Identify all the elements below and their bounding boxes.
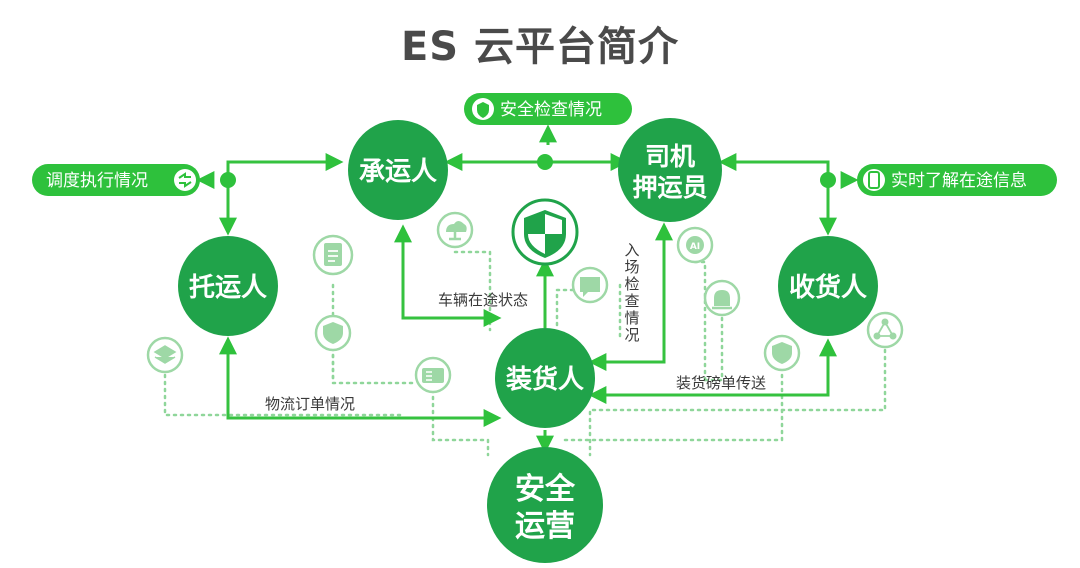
node-shipper-label: 托运人 [189,273,267,303]
edge-label-entry-check-char: 检 [624,275,639,293]
pill-safety-check: 安全检查情况 [464,93,632,125]
phone-icon [868,171,880,189]
pill-transit-info: 实时了解在途信息 [857,164,1057,196]
edge-label-order-status: 物流订单情况 [265,395,355,413]
clipboard-icon [312,234,354,276]
ai-chip-icon: AI [676,226,714,264]
solid-connectors [196,124,859,454]
edge-label-weigh-ticket: 装货磅单传送 [676,374,766,392]
pill-transit-info-label: 实时了解在途信息 [891,171,1027,191]
node-loader-label: 装货人 [506,364,584,395]
edge-label-entry-check-char: 入 [624,241,639,259]
node-safe-line2: 运营 [515,509,575,544]
network-icon [866,311,904,349]
cloud-network-icon [436,211,474,249]
id-card-icon [414,356,452,394]
node-driver-line2: 押运员 [632,173,707,202]
shield-icon [763,334,801,372]
pill-dispatch: 调度执行情况 [32,164,200,196]
sync-arrows-icon [178,172,192,188]
node-shipper: 托运人 [178,236,278,336]
alarm-light-icon [703,279,741,317]
chat-icon [571,266,609,304]
shield-icon [314,314,352,352]
node-loader: 装货人 [495,328,595,428]
node-driver: 司机 押运员 [618,118,722,222]
svg-text:AI: AI [690,242,700,252]
edge-label-entry-check-char: 查 [624,292,639,310]
edge-label-entry-check: 入场检查情况 [624,241,639,344]
node-safe-operation: 安全 运营 [487,447,603,563]
node-carrier-label: 承运人 [359,157,437,187]
node-safe-line1: 安全 [515,472,576,507]
layers-icon [146,336,184,374]
edge-label-entry-check-char: 况 [624,326,639,344]
pill-dispatch-label: 调度执行情况 [46,171,148,191]
small-icons: AI [146,211,904,394]
svg-text:入场检查情况: 入场检查情况 [624,241,639,344]
edge-label-entry-check-char: 情 [624,309,639,327]
page-title: ES 云平台简介 [400,24,680,70]
node-consignee: 收货人 [778,236,878,336]
node-driver-line1: 司机 [645,142,695,171]
edge-label-vehicle-status: 车辆在途状态 [438,291,528,309]
edge-label-entry-check-char: 场 [624,258,639,276]
shield-icon [477,102,489,118]
shield-icon [511,198,579,266]
node-consignee-label: 收货人 [789,272,867,303]
pill-safety-check-label: 安全检查情况 [500,100,602,120]
junction-dots [220,154,836,188]
node-carrier: 承运人 [348,120,448,220]
